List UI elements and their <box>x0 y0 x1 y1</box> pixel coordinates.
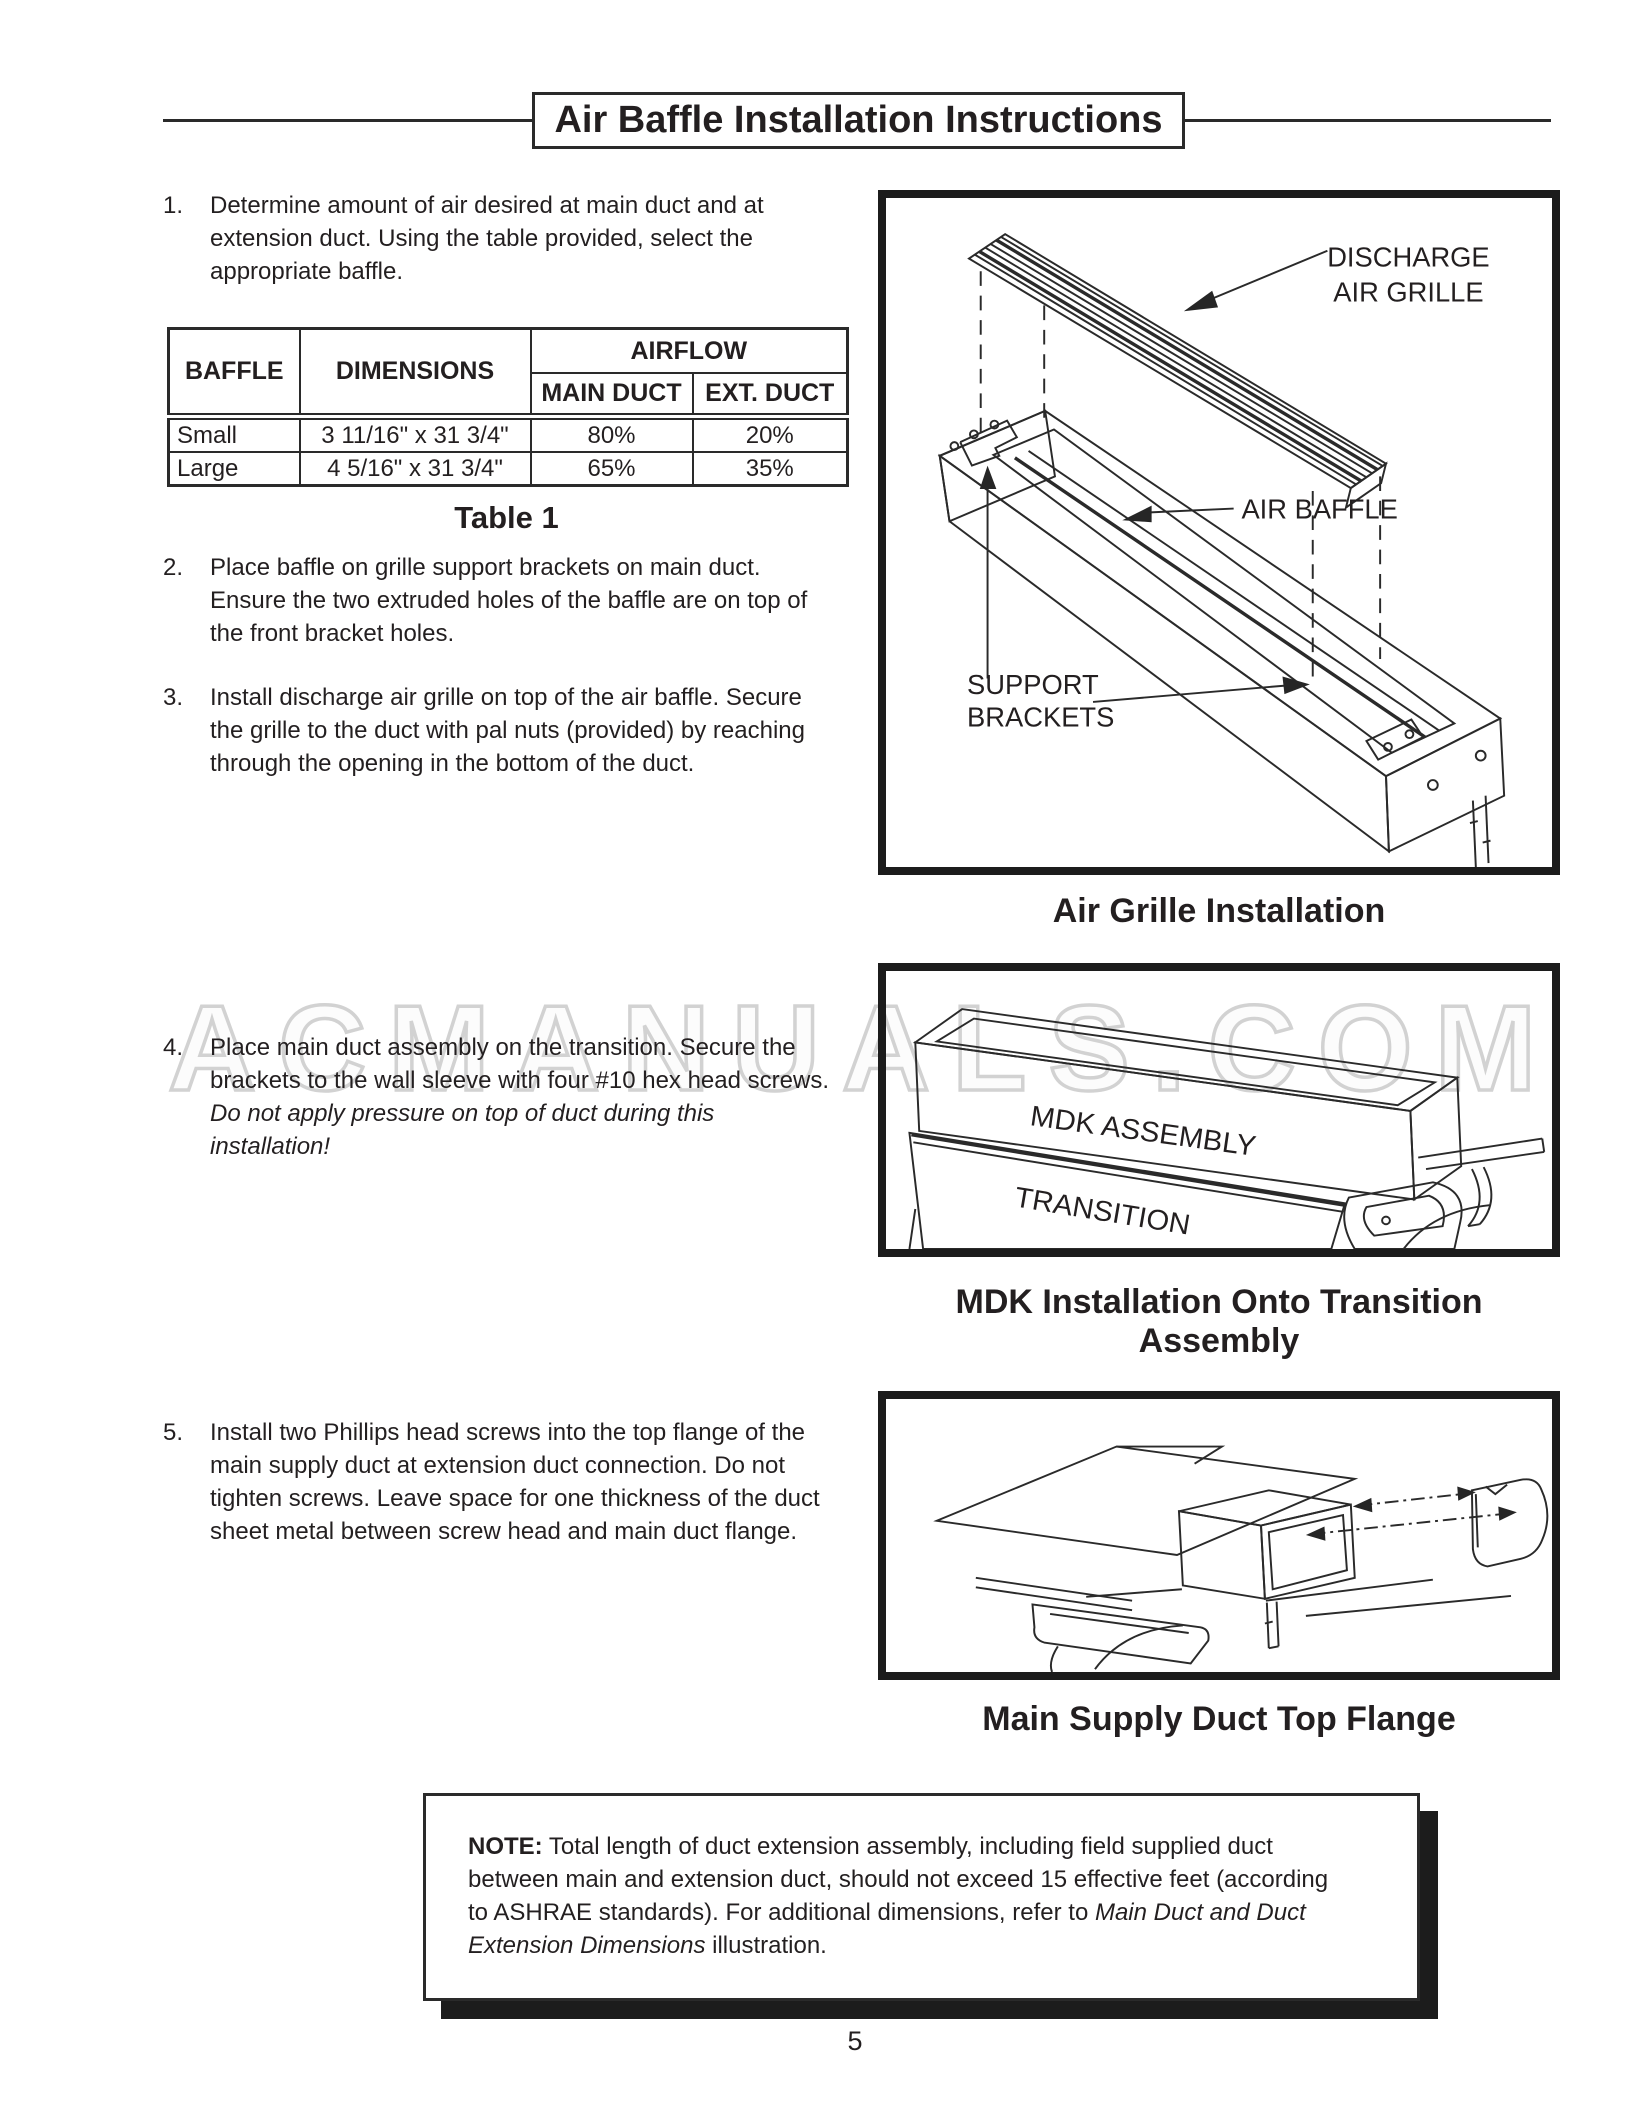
figure-2-caption: MDK Installation Onto Transition Assembl… <box>955 1283 1483 1360</box>
figure-3-caption: Main Supply Duct Top Flange <box>982 1700 1456 1738</box>
table-row-small: Small 3 11/16" x 31 3/4" 80% 20% <box>167 413 849 453</box>
step-2-text: Place baffle on grille support brackets … <box>210 554 808 647</box>
support-brackets-label-line1: SUPPORT <box>967 669 1099 700</box>
figure-1-caption: Air Grille Installation <box>1052 892 1386 930</box>
support-brackets-label-line2: BRACKETS <box>967 701 1114 732</box>
discharge-air-grille-label-line2: AIR GRILLE <box>1333 277 1483 308</box>
step-3-text: Install discharge air grille on top of t… <box>210 684 805 777</box>
cell-large-ext: 35% <box>691 451 849 487</box>
step-4: 4. Place main duct assembly on the trans… <box>163 1031 831 1163</box>
table-row-large: Large 4 5/16" x 31 3/4" 65% 35% <box>167 451 849 487</box>
step-2: 2. Place baffle on grille support bracke… <box>163 551 831 650</box>
col-header-ext-duct: EXT. DUCT <box>691 372 849 418</box>
note-text: Total length of duct extension assembly,… <box>468 1833 1329 1926</box>
mdk-assembly-label: MDK ASSEMBLY <box>1028 1101 1258 1163</box>
step-3-number: 3. <box>163 684 184 711</box>
step-4-text-italic: Do not apply pressure on top of duct dur… <box>210 1100 715 1160</box>
cell-small-main: 80% <box>529 413 694 453</box>
cell-large-dimensions: 4 5/16" x 31 3/4" <box>298 451 532 487</box>
figure-mdk-installation: MDK ASSEMBLY TRANSITION <box>878 963 1560 1257</box>
cell-small-baffle: Small <box>167 413 301 453</box>
cell-large-baffle: Large <box>167 451 301 487</box>
step-1-number: 1. <box>163 192 184 219</box>
step-2-number: 2. <box>163 554 184 581</box>
note-box: NOTE: Total length of duct extension ass… <box>423 1793 1420 2001</box>
col-header-baffle: BAFFLE <box>167 327 301 418</box>
table-caption: Table 1 <box>454 500 559 535</box>
note-italic-reference: Main Duct and Duct Extension Dimensions <box>468 1899 1306 1959</box>
discharge-air-grille-label-line1: DISCHARGE <box>1327 241 1489 272</box>
figure-air-grille-installation: DISCHARGE AIR GRILLE AIR BAFFLE SUPPORT … <box>878 190 1560 875</box>
cell-small-dimensions: 3 11/16" x 31 3/4" <box>298 413 532 453</box>
col-header-airflow: AIRFLOW <box>529 327 849 374</box>
step-4-text-plain: Place main duct assembly on the transiti… <box>210 1034 829 1094</box>
step-5-text: Install two Phillips head screws into th… <box>210 1419 820 1545</box>
air-grille-figure-drawing: DISCHARGE AIR GRILLE AIR BAFFLE SUPPORT … <box>937 232 1506 867</box>
cell-large-main: 65% <box>529 451 694 487</box>
step-4-text: Place main duct assembly on the transiti… <box>210 1031 831 1163</box>
step-1-text: Determine amount of air desired at main … <box>210 192 764 285</box>
col-header-main-duct: MAIN DUCT <box>529 372 694 418</box>
top-flange-figure-drawing <box>933 1445 1549 1672</box>
page-title: Air Baffle Installation Instructions <box>532 92 1185 149</box>
page-number: 5 <box>847 2026 863 2056</box>
note-text-after: illustration. <box>705 1932 827 1959</box>
cell-small-ext: 20% <box>691 413 849 453</box>
step-3: 3. Install discharge air grille on top o… <box>163 681 831 780</box>
note-label: NOTE: <box>468 1833 543 1860</box>
air-baffle-label: AIR BAFFLE <box>1241 493 1397 524</box>
step-1: 1. Determine amount of air desired at ma… <box>163 189 831 288</box>
airflow-table: BAFFLE DIMENSIONS AIRFLOW MAIN DUCT EXT.… <box>167 327 850 487</box>
figure-main-supply-duct-top-flange <box>878 1391 1560 1680</box>
col-header-dimensions: DIMENSIONS <box>298 327 532 418</box>
watermark-text: ACMANUALS.COM <box>166 978 1559 1118</box>
step-4-number: 4. <box>163 1034 184 1061</box>
step-5: 5. Install two Phillips head screws into… <box>163 1416 831 1548</box>
transition-label: TRANSITION <box>1012 1182 1192 1242</box>
mdk-figure-drawing: MDK ASSEMBLY TRANSITION <box>908 1008 1546 1249</box>
step-5-number: 5. <box>163 1419 184 1446</box>
